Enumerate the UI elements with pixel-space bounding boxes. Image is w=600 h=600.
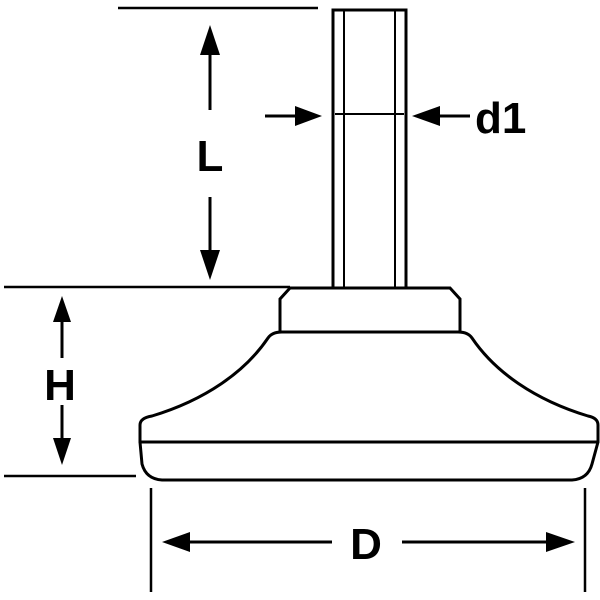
threaded-stud — [331, 8, 408, 290]
base-left-arrowhead — [162, 532, 190, 552]
dimension-length — [200, 25, 220, 280]
d1-left-arrowhead — [295, 106, 322, 126]
base-diameter-label: D — [350, 520, 382, 569]
base-foot — [138, 330, 600, 482]
dimension-height — [53, 296, 71, 465]
height-up-arrowhead — [53, 296, 71, 322]
height-label: H — [44, 361, 76, 410]
dimension-thread-diameter — [265, 106, 470, 126]
length-up-arrowhead — [200, 25, 220, 55]
hex-collar — [278, 286, 462, 332]
base-right-arrowhead — [546, 532, 575, 552]
length-label: L — [197, 132, 224, 181]
dimension-base-diameter — [162, 532, 575, 552]
height-down-arrowhead — [53, 438, 71, 465]
length-down-arrowhead — [200, 250, 220, 280]
d1-right-arrowhead — [412, 106, 440, 126]
extension-lines — [4, 6, 587, 592]
thread-diameter-label: d1 — [475, 94, 526, 143]
